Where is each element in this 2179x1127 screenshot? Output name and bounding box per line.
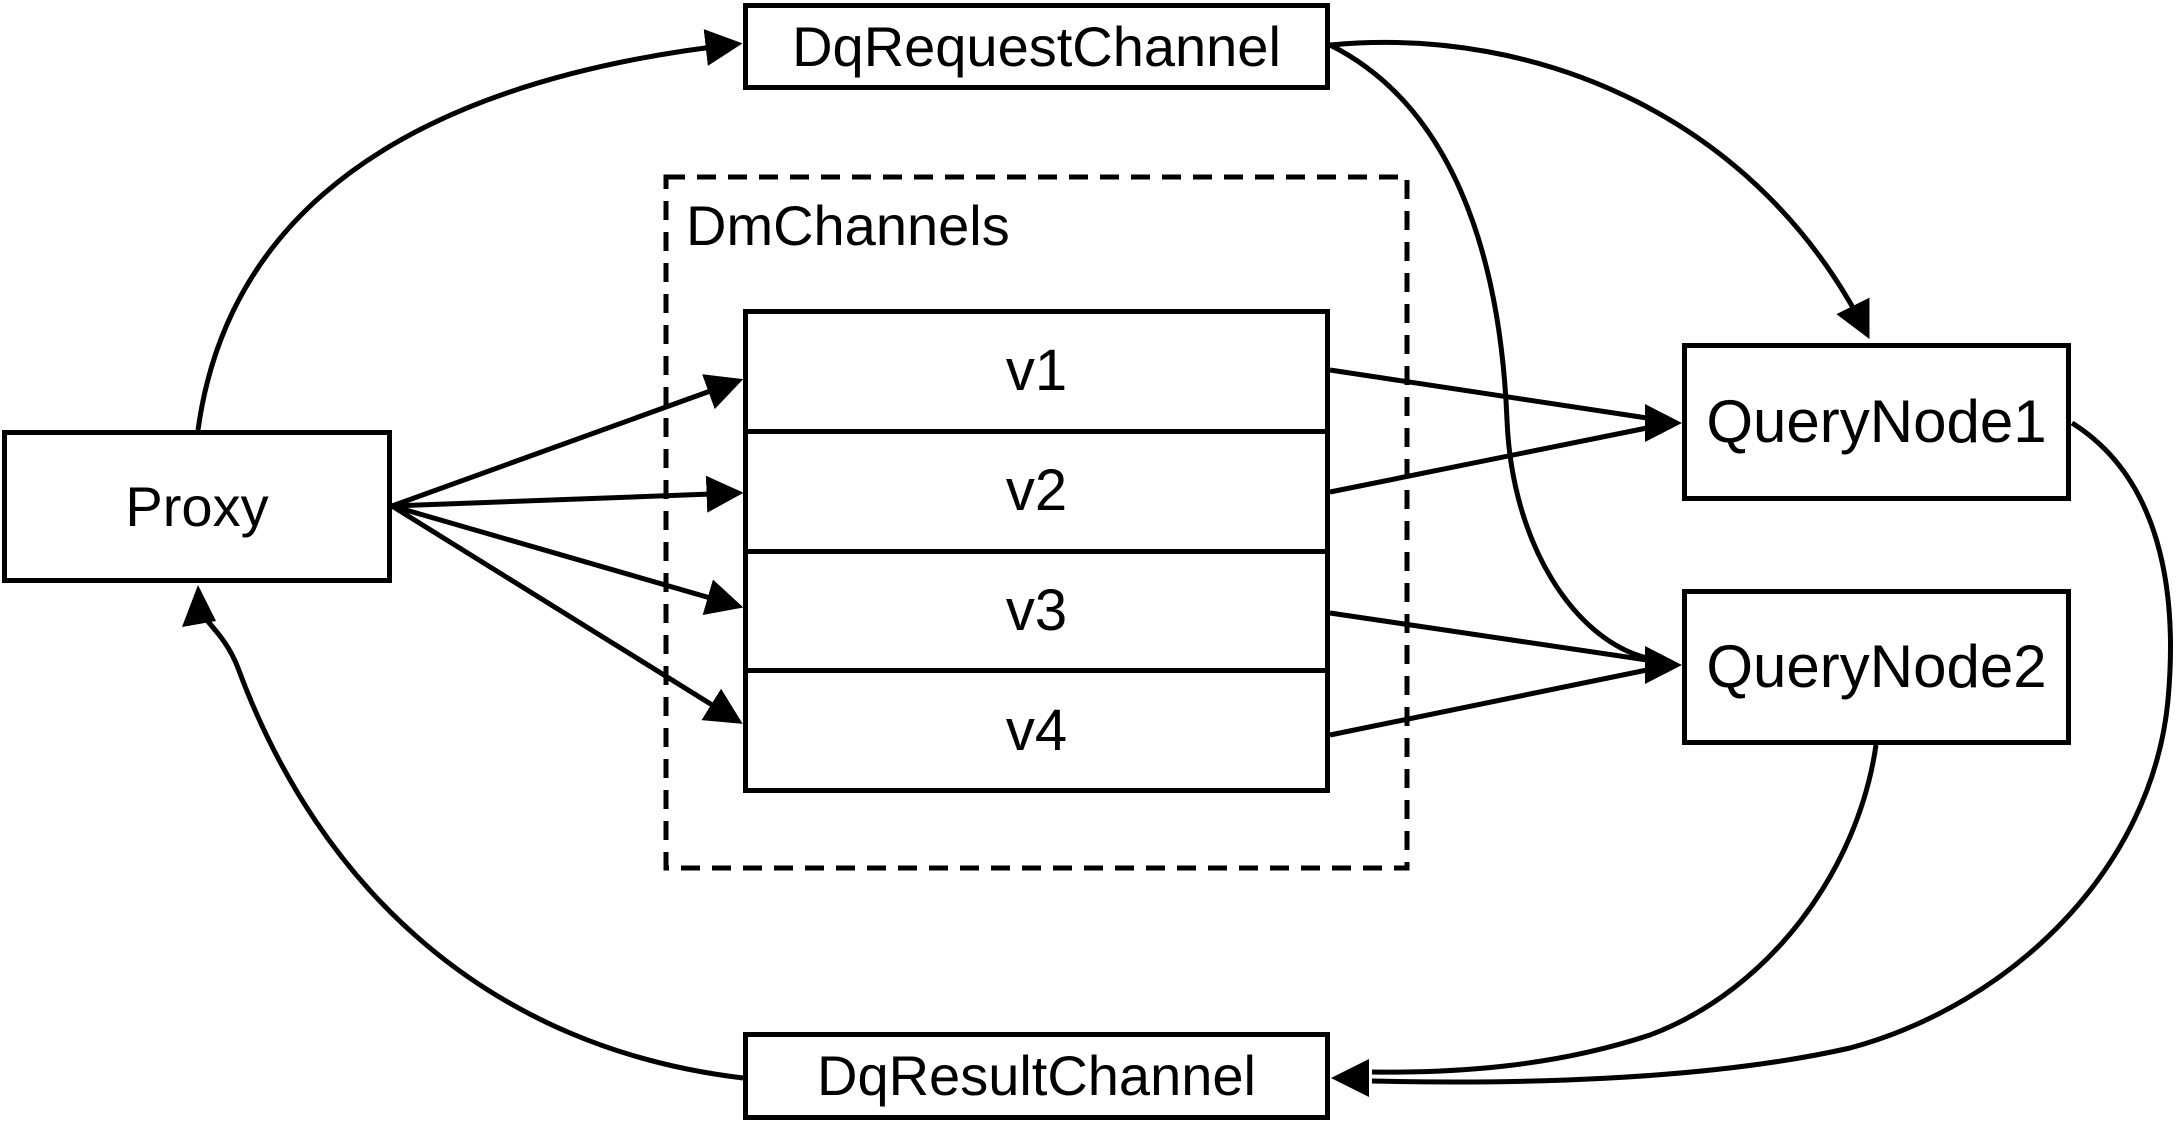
dm-channels-table: v1 v2 v3 v4 bbox=[743, 309, 1330, 793]
edge-query-node-1-to-dq-result-channel bbox=[1371, 420, 2173, 1085]
node-query-node-1-label: QueryNode1 bbox=[1706, 388, 2047, 455]
edge-proxy-to-dq-request-channel bbox=[195, 29, 743, 431]
edge-query-node-2-to-dq-result-channel bbox=[1371, 744, 1879, 1075]
node-dq-request-channel-label: DqRequestChannel bbox=[792, 14, 1281, 78]
node-dq-request-channel: DqRequestChannel bbox=[743, 3, 1330, 90]
channel-row-v2: v2 bbox=[748, 428, 1325, 549]
arrowhead-dq-result-channel-right bbox=[1331, 1059, 1369, 1097]
edge-dq-request-channel-to-query-node-1 bbox=[1329, 39, 1870, 339]
edge-v2-to-query-node-1 bbox=[1329, 425, 1648, 495]
dm-channels-label: DmChannels bbox=[686, 194, 1010, 257]
node-query-node-2-label: QueryNode2 bbox=[1706, 633, 2047, 700]
channel-row-v4-label: v4 bbox=[1005, 697, 1068, 763]
edge-v4-to-query-node-2 bbox=[1329, 667, 1648, 738]
channel-row-v4: v4 bbox=[748, 668, 1325, 788]
edge-proxy-to-v2 bbox=[391, 475, 744, 513]
node-dq-result-channel-label: DqResultChannel bbox=[817, 1044, 1256, 1107]
node-proxy: Proxy bbox=[2, 430, 392, 583]
edge-dq-result-channel-to-proxy bbox=[203, 616, 744, 1081]
node-query-node-2: QueryNode2 bbox=[1682, 589, 2071, 745]
edge-proxy-to-v4 bbox=[390, 503, 743, 724]
arrowhead-query-node-1-left bbox=[1645, 404, 1682, 442]
channel-row-v1-label: v1 bbox=[1005, 338, 1068, 404]
node-query-node-1: QueryNode1 bbox=[1682, 343, 2071, 501]
channel-row-v3: v3 bbox=[748, 548, 1325, 669]
arrowhead-proxy-bottom bbox=[182, 585, 216, 627]
edge-dq-request-channel-to-query-node-2 bbox=[1328, 42, 1648, 661]
edge-proxy-to-v1 bbox=[391, 374, 744, 509]
arrowhead-query-node-2-left bbox=[1645, 646, 1682, 684]
channel-row-v2-label: v2 bbox=[1005, 458, 1068, 524]
edge-proxy-to-v3 bbox=[391, 503, 744, 616]
edge-v3-to-query-node-2 bbox=[1329, 610, 1648, 663]
channel-row-v3-label: v3 bbox=[1005, 577, 1068, 643]
channel-row-v1: v1 bbox=[748, 314, 1325, 429]
node-dq-result-channel: DqResultChannel bbox=[743, 1032, 1330, 1120]
edge-v1-to-query-node-1 bbox=[1329, 367, 1648, 421]
dm-channels-container bbox=[663, 174, 1410, 871]
node-proxy-label: Proxy bbox=[125, 474, 269, 538]
